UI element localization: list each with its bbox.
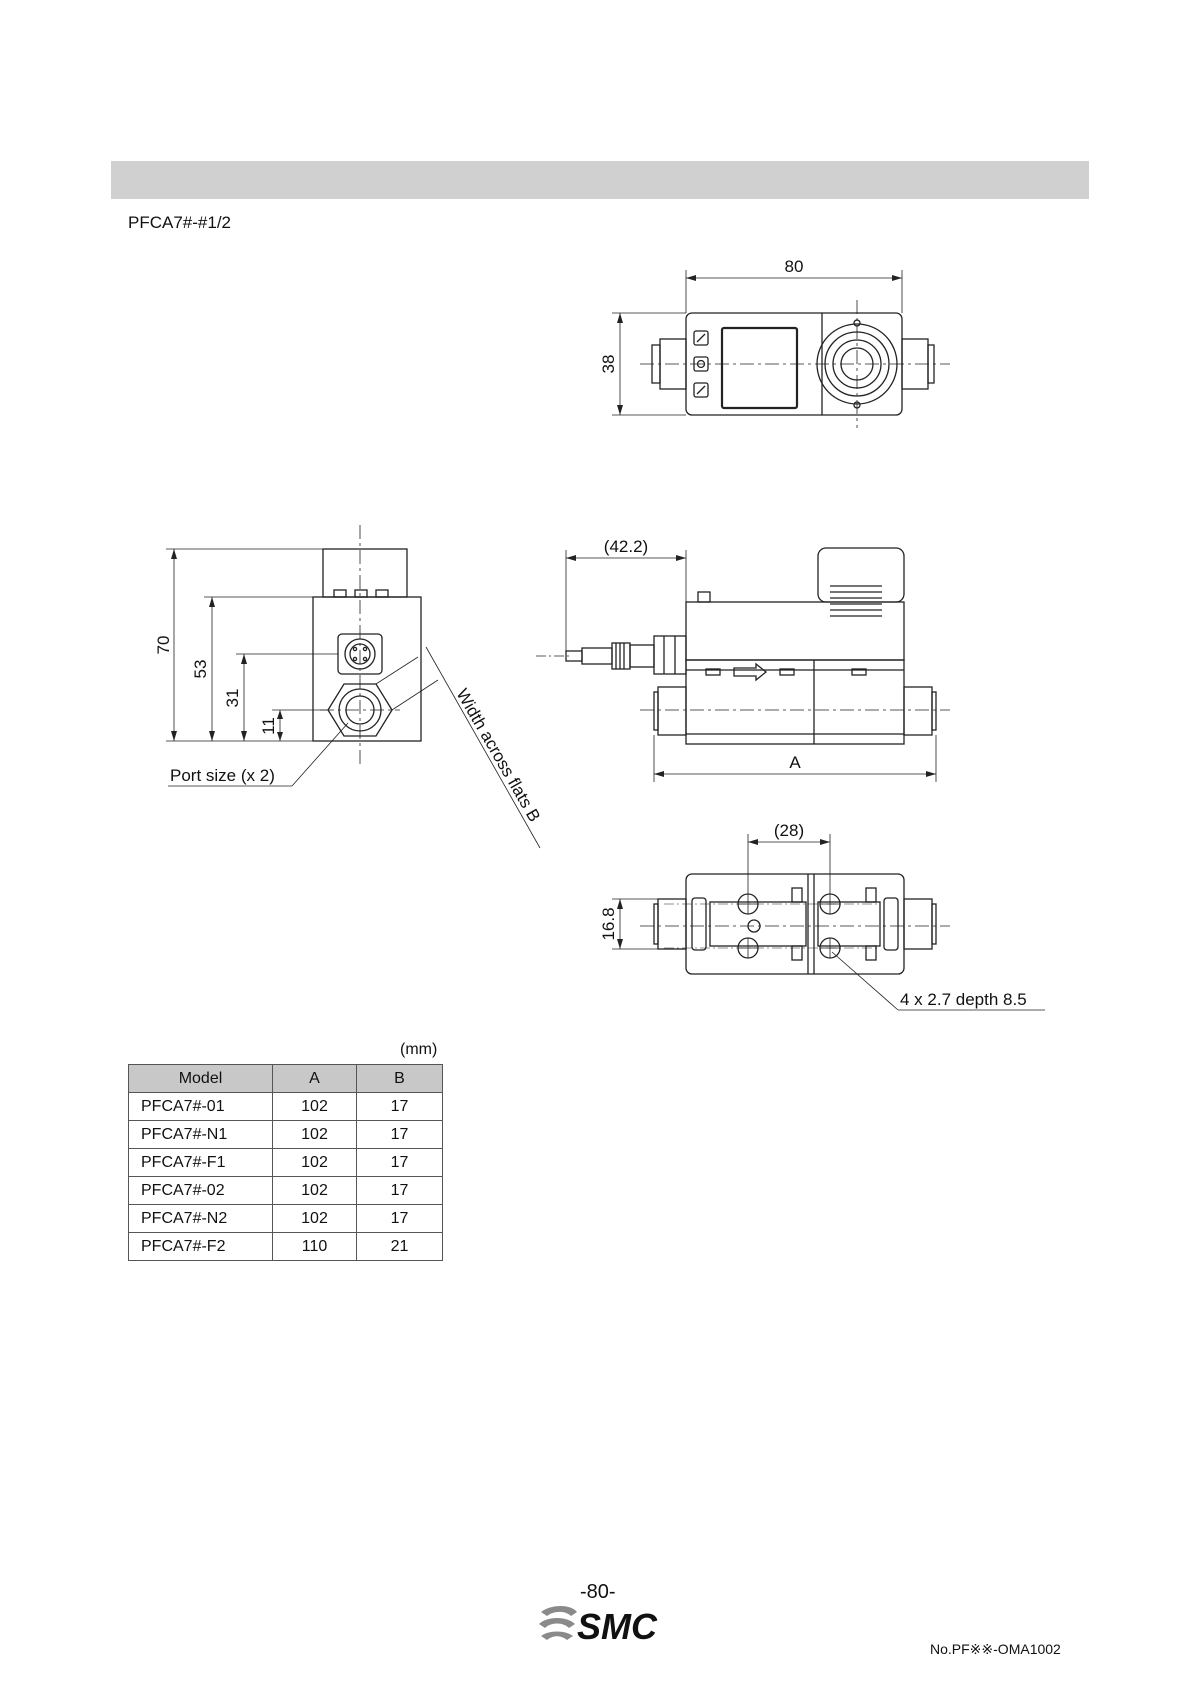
- dim-31: 31: [223, 689, 242, 708]
- bottom-view-drawing: [612, 834, 1045, 1010]
- header-b: B: [357, 1065, 443, 1093]
- dim-11: 11: [259, 717, 278, 735]
- cell-a: 110: [273, 1233, 357, 1261]
- cell-a: 102: [273, 1121, 357, 1149]
- cell-b: 17: [357, 1177, 443, 1205]
- cell-b: 17: [357, 1121, 443, 1149]
- cell-model: PFCA7#-N1: [129, 1121, 273, 1149]
- document-number: No.PF※※-OMA1002: [930, 1641, 1061, 1658]
- smc-logo: SMC: [537, 1604, 667, 1646]
- port-size-label: Port size (x 2): [170, 766, 275, 785]
- cable-length-dim: (42.2): [604, 537, 648, 556]
- cell-a: 102: [273, 1093, 357, 1121]
- bottom-height-dim: 16.8: [599, 907, 618, 940]
- top-view-drawing: [612, 270, 950, 428]
- pitch-dim: (28): [774, 821, 804, 840]
- dim-70: 70: [154, 636, 173, 655]
- cell-b: 21: [357, 1233, 443, 1261]
- cell-a: 102: [273, 1177, 357, 1205]
- cell-model: PFCA7#-02: [129, 1177, 273, 1205]
- smc-logo-text: SMC: [577, 1606, 658, 1646]
- cell-a: 102: [273, 1205, 357, 1233]
- top-width-dim: 80: [785, 257, 804, 276]
- side-view-drawing: [536, 548, 950, 782]
- cell-model: PFCA7#-F2: [129, 1233, 273, 1261]
- header-a: A: [273, 1065, 357, 1093]
- mounting-hole-label: 4 x 2.7 depth 8.5: [900, 990, 1027, 1009]
- cell-b: 17: [357, 1093, 443, 1121]
- front-view-drawing: [166, 525, 540, 848]
- dim-53: 53: [191, 660, 210, 679]
- page-number: -80-: [580, 1581, 616, 1604]
- table-header-row: Model A B: [129, 1065, 443, 1093]
- cell-model: PFCA7#-F1: [129, 1149, 273, 1177]
- width-across-flats-label: Width across flats B: [453, 686, 545, 826]
- cell-b: 17: [357, 1149, 443, 1177]
- header-model: Model: [129, 1065, 273, 1093]
- cell-a: 102: [273, 1149, 357, 1177]
- top-height-dim: 38: [599, 355, 618, 374]
- length-a-dim: A: [789, 753, 801, 772]
- cell-model: PFCA7#-01: [129, 1093, 273, 1121]
- cell-model: PFCA7#-N2: [129, 1205, 273, 1233]
- table-units: (mm): [400, 1041, 437, 1059]
- cell-b: 17: [357, 1205, 443, 1233]
